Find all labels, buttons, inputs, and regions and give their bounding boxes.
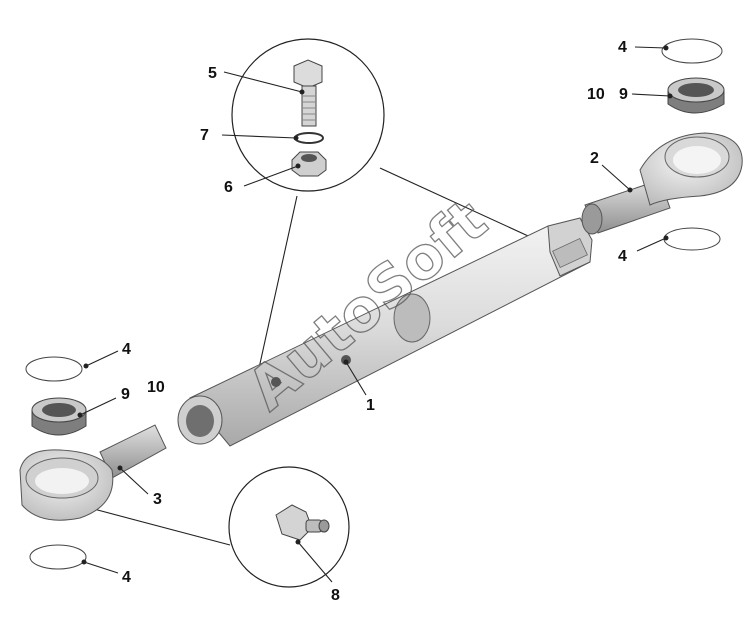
callout-4-left: 4: [122, 341, 131, 358]
left-rod-end: [19, 424, 167, 521]
detail-circle-bolt: [231, 38, 385, 192]
adjuster-tube: [177, 217, 593, 447]
left-bush: [31, 397, 87, 436]
grease-nipple: [275, 504, 330, 541]
nut: [291, 151, 327, 177]
circlip-left: [25, 356, 83, 382]
callout-10-left: 10: [147, 379, 165, 396]
circlip-right: [663, 227, 721, 251]
callout-4-bottom: 4: [122, 569, 131, 586]
callout-6: 6: [224, 179, 233, 196]
callout-1: 1: [366, 397, 375, 414]
callout-2: 2: [590, 150, 599, 167]
callout-10-right: 10: [587, 86, 605, 103]
nipple-detail-connector: [89, 507, 231, 546]
callout-9-left: 9: [121, 386, 130, 403]
callout-7: 7: [200, 127, 209, 144]
callout-4-top: 4: [618, 39, 627, 56]
bolt: [293, 59, 323, 127]
bolt-detail-arrow-to-clamp: [379, 167, 551, 247]
callout-8: 8: [331, 587, 340, 604]
circlip-bottom: [29, 544, 87, 570]
right-bush: [667, 77, 725, 114]
callout-3: 3: [153, 491, 162, 508]
spring-washer: [294, 132, 324, 144]
callout-5: 5: [208, 65, 217, 82]
callout-4-right: 4: [618, 248, 627, 265]
callout-9-right: 9: [619, 86, 628, 103]
circlip-top: [661, 38, 723, 64]
right-rod-end: [581, 132, 743, 235]
detail-circle-grease-nipple: [228, 466, 350, 588]
